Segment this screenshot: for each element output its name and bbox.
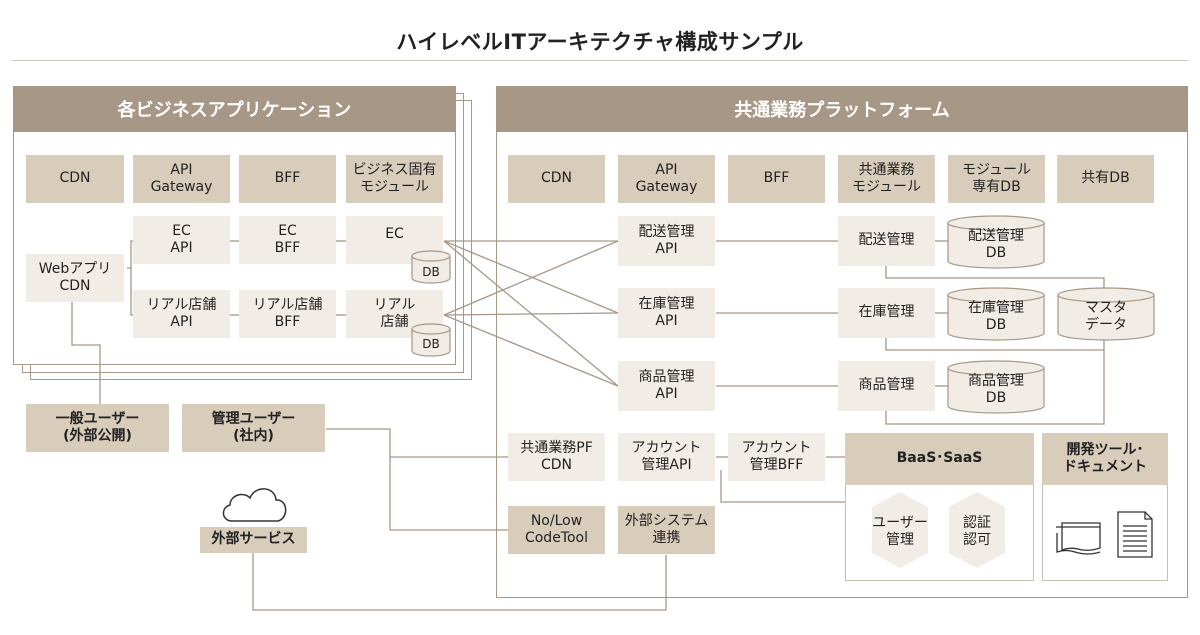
title-divider xyxy=(12,60,1188,61)
store-to-delivery xyxy=(443,240,619,316)
ec-db-label: DB xyxy=(422,265,440,279)
account-to-baas xyxy=(720,470,845,503)
user-mgmt-hexagon xyxy=(872,492,928,568)
store-bff: リアル店舗 BFF xyxy=(239,290,336,338)
web-app-cdn: Webアプリ CDN xyxy=(26,254,124,302)
baas-header: BaaS･SaaS xyxy=(845,433,1034,485)
diagram-title: ハイレベルITアーキテクチャ構成サンプル xyxy=(396,30,804,54)
stacked-pages-icon xyxy=(1056,522,1101,555)
master-db-cylinder-top xyxy=(1057,294,1155,303)
admin-to-common xyxy=(326,428,508,531)
stock-db: 在庫管理 DB xyxy=(968,299,1024,334)
right-api-gateway: API Gateway xyxy=(618,155,715,203)
stock-db-cylinder-top xyxy=(947,294,1045,303)
left-bff: BFF xyxy=(239,155,336,203)
devtools-header: 開発ツール･ ドキュメント xyxy=(1042,433,1168,485)
store-api: リアル店舗 API xyxy=(133,290,230,338)
product-db-cylinder-top xyxy=(947,367,1045,376)
ec-db-cylinder xyxy=(411,250,451,284)
left-panel-header: 各ビジネスアプリケーション xyxy=(13,86,456,132)
store-db-label: DB xyxy=(422,337,440,351)
product-to-master xyxy=(885,340,1105,425)
right-panel-header: 共通業務プラットフォーム xyxy=(496,86,1188,132)
delivery-api: 配送管理 API xyxy=(618,216,715,266)
webapp-to-general-user xyxy=(71,302,101,404)
common-pf-cdn: 共通業務PF CDN xyxy=(508,433,605,481)
delivery-db: 配送管理 DB xyxy=(968,227,1024,262)
left-api-gateway: API Gateway xyxy=(133,155,230,203)
auth-hexagon xyxy=(949,492,1005,568)
left-cdn: CDN xyxy=(26,155,124,203)
external-service-to-link xyxy=(252,553,667,611)
delivery-to-master xyxy=(885,266,1105,290)
ec-to-stock xyxy=(443,240,619,314)
store-to-stock xyxy=(443,312,619,316)
store-db-cylinder-top xyxy=(411,328,451,335)
right-module-db: モジュール 専有DB xyxy=(948,155,1045,203)
account-bff: アカウント 管理BFF xyxy=(728,433,825,481)
document-page-icon xyxy=(1117,511,1153,558)
stock-api: 在庫管理 API xyxy=(618,288,715,338)
product-module: 商品管理 xyxy=(838,361,935,411)
left-business-module: ビジネス固有 モジュール xyxy=(346,155,443,203)
product-api: 商品管理 API xyxy=(618,361,715,411)
store-to-product xyxy=(443,314,619,387)
external-service: 外部サービス xyxy=(200,527,307,553)
ec-bff: EC BFF xyxy=(239,216,336,264)
general-user: 一般ユーザー (外部公開) xyxy=(26,404,169,452)
user-management: ユーザー 管理 xyxy=(872,514,928,549)
ec-db-cylinder-top xyxy=(411,255,451,262)
auth-authorization: 認証 認可 xyxy=(963,514,991,549)
admin-user: 管理ユーザー (社内) xyxy=(182,404,325,452)
store-db-cylinder xyxy=(411,323,451,357)
delivery-module: 配送管理 xyxy=(838,216,935,266)
stock-module: 在庫管理 xyxy=(838,288,935,338)
master-data: マスタ データ xyxy=(1085,299,1127,334)
account-api: アカウント 管理API xyxy=(618,433,715,481)
stock-to-master xyxy=(885,338,1104,351)
right-bff: BFF xyxy=(728,155,825,203)
external-system-link: 外部システム 連携 xyxy=(618,506,715,554)
product-db: 商品管理 DB xyxy=(968,372,1024,407)
ec-api: EC API xyxy=(133,216,230,264)
right-shared-db: 共有DB xyxy=(1057,155,1154,203)
right-cdn: CDN xyxy=(508,155,605,203)
delivery-db-cylinder-top xyxy=(947,222,1045,231)
right-common-module: 共通業務 モジュール xyxy=(838,155,935,203)
nocode-tool: No/Low CodeTool xyxy=(508,506,605,554)
